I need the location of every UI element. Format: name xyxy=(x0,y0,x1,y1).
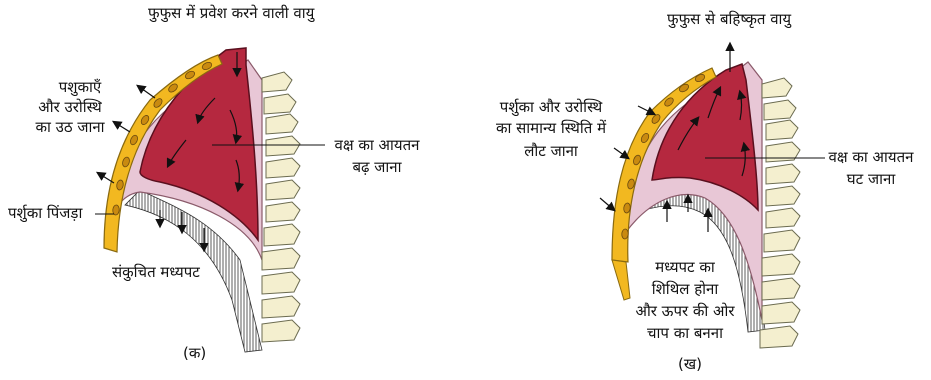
panel-a-ribs-label-line3: का उठ जाना xyxy=(10,118,130,137)
panel-b-volume-label-line2: घट जाना xyxy=(816,170,926,189)
panel-a-rib-cage-label: पर्शुका पिंजड़ा xyxy=(8,204,82,223)
panel-b-volume-label-line1: वक्ष का आयतन xyxy=(816,148,926,167)
panel-a-spine xyxy=(262,72,300,342)
panel-a-caption: (क) xyxy=(183,344,206,363)
panel-b-exhaled-air-label: फुफुस से बहिष्कृत वायु xyxy=(667,10,791,29)
panel-b-caption: (ख) xyxy=(678,355,702,374)
panel-b-diaphragm-label-line3: और ऊपर की ओर xyxy=(600,302,770,321)
panel-b-ribs-label-line2: का सामान्य स्थिति में xyxy=(466,119,636,138)
panel-b-diaphragm-label-line4: चाप का बनना xyxy=(610,324,760,343)
panel-b-ribs-label-line1: पर्शुका और उरोस्थि xyxy=(466,98,636,117)
panel-a-volume-label-line1: वक्ष का आयतन xyxy=(322,136,432,155)
panel-a-ribs-label-line1: पशुकाएँ xyxy=(30,78,130,97)
panel-a-ribs-label-line2: और उरोस्थि xyxy=(10,98,130,117)
panel-b-diaphragm-label-line2: शिथिल होना xyxy=(610,280,760,299)
panel-b-diaphragm-label-line1: मध्यपट का xyxy=(610,258,760,277)
panel-a-volume-label-line2: बढ़ जाना xyxy=(322,158,432,177)
panel-a-inhaled-air-label: फुफुस में प्रवेश करने वाली वायु xyxy=(148,4,314,23)
panel-a-diaphragm-label: संकुचित मध्यपट xyxy=(112,263,200,282)
panel-b-ribs-label-line3: लौट जाना xyxy=(466,142,636,161)
